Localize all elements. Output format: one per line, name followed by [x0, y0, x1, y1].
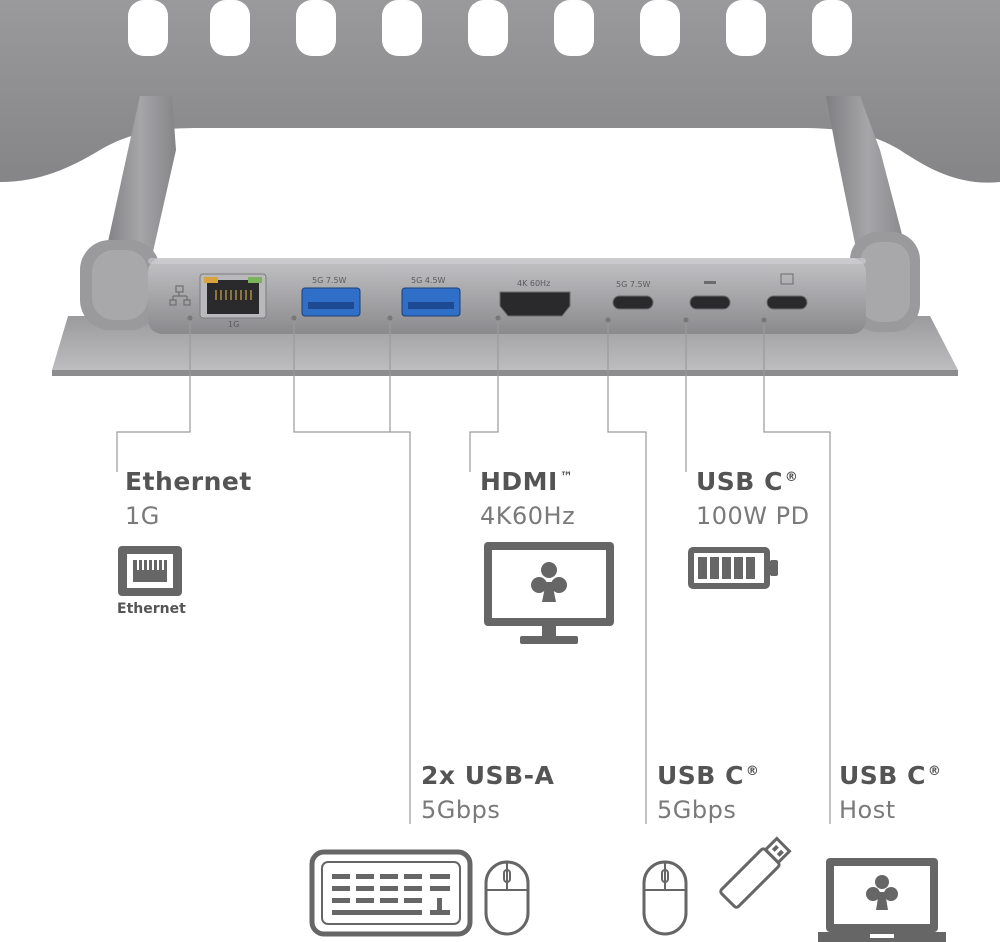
- usb-a-port-1[interactable]: [301, 287, 361, 317]
- usb-c-port-3[interactable]: [766, 295, 808, 310]
- hdmi-sub: 4K60Hz: [480, 502, 576, 530]
- usb-stick-icon: [719, 836, 792, 909]
- usbc-pd-registered: ®: [784, 469, 799, 485]
- club-symbol-icon-2: [866, 875, 898, 910]
- usb-a-sub: 5Gbps: [421, 796, 501, 824]
- usbc-pd-title: USB C: [696, 467, 783, 496]
- club-symbol-icon: [531, 562, 567, 602]
- callout-usbc-pd: USB C® 100W PD: [696, 469, 810, 528]
- usbc-data-title: USB C: [657, 761, 744, 790]
- mouse-icon-2: [642, 860, 688, 936]
- usb-c-port-1[interactable]: [612, 295, 654, 310]
- hdmi-title: HDMI: [480, 467, 558, 496]
- hdmi-trademark: ™: [559, 469, 574, 485]
- usb-a-port-2[interactable]: [401, 287, 461, 317]
- usbc-pd-sub: 100W PD: [696, 502, 810, 530]
- ethernet-port[interactable]: [199, 273, 267, 319]
- ethernet-icon-caption: Ethernet: [117, 601, 186, 617]
- usbc-host-title: USB C: [839, 761, 926, 790]
- usbc-data-sub: 5Gbps: [657, 796, 737, 824]
- ethernet-title: Ethernet: [125, 467, 252, 496]
- battery-icon: [688, 547, 778, 589]
- callout-usb-a: 2x USB-A 5Gbps: [421, 763, 554, 822]
- host-laptop-mark: [780, 273, 794, 285]
- hdmi-port[interactable]: [499, 291, 571, 317]
- callout-usbc-host: USB C® Host: [839, 763, 941, 822]
- mouse-icon: [484, 860, 530, 936]
- usb-a-title: 2x USB-A: [421, 761, 555, 790]
- port-tag-usb-a2: 5G 4.5W: [411, 276, 446, 285]
- usb-c-port-2[interactable]: [689, 295, 731, 310]
- usbc-data-registered: ®: [745, 763, 760, 779]
- port-tag-usb-a1: 5G 7.5W: [312, 276, 347, 285]
- port-tag-ethernet: 1G: [228, 320, 239, 329]
- stand-right-hinge: [826, 96, 920, 332]
- usbc-host-sub: Host: [839, 796, 896, 824]
- ethernet-port-icon: [118, 546, 182, 596]
- callout-ethernet: Ethernet 1G: [125, 469, 252, 528]
- usbc-host-registered: ®: [927, 763, 942, 779]
- stand-top-plate: [0, 0, 1000, 184]
- port-tag-usbc1: 5G 7.5W: [616, 280, 651, 289]
- monitor-icon: [484, 542, 614, 644]
- keyboard-icon: [309, 849, 473, 937]
- laptop-icon: [818, 858, 946, 942]
- callout-dots: [187, 315, 767, 323]
- callout-lines: [116, 318, 831, 824]
- network-symbol-icon: [169, 285, 191, 306]
- usb-hub-body: 5G 7.5W 5G 4.5W 4K 60Hz 5G 7.5W 1G: [148, 258, 866, 334]
- vent-slots: [128, 0, 852, 56]
- stand-left-hinge: [80, 96, 176, 330]
- port-tag-hdmi: 4K 60Hz: [517, 279, 550, 288]
- callout-usbc-data: USB C® 5Gbps: [657, 763, 759, 822]
- ethernet-sub: 1G: [125, 502, 160, 530]
